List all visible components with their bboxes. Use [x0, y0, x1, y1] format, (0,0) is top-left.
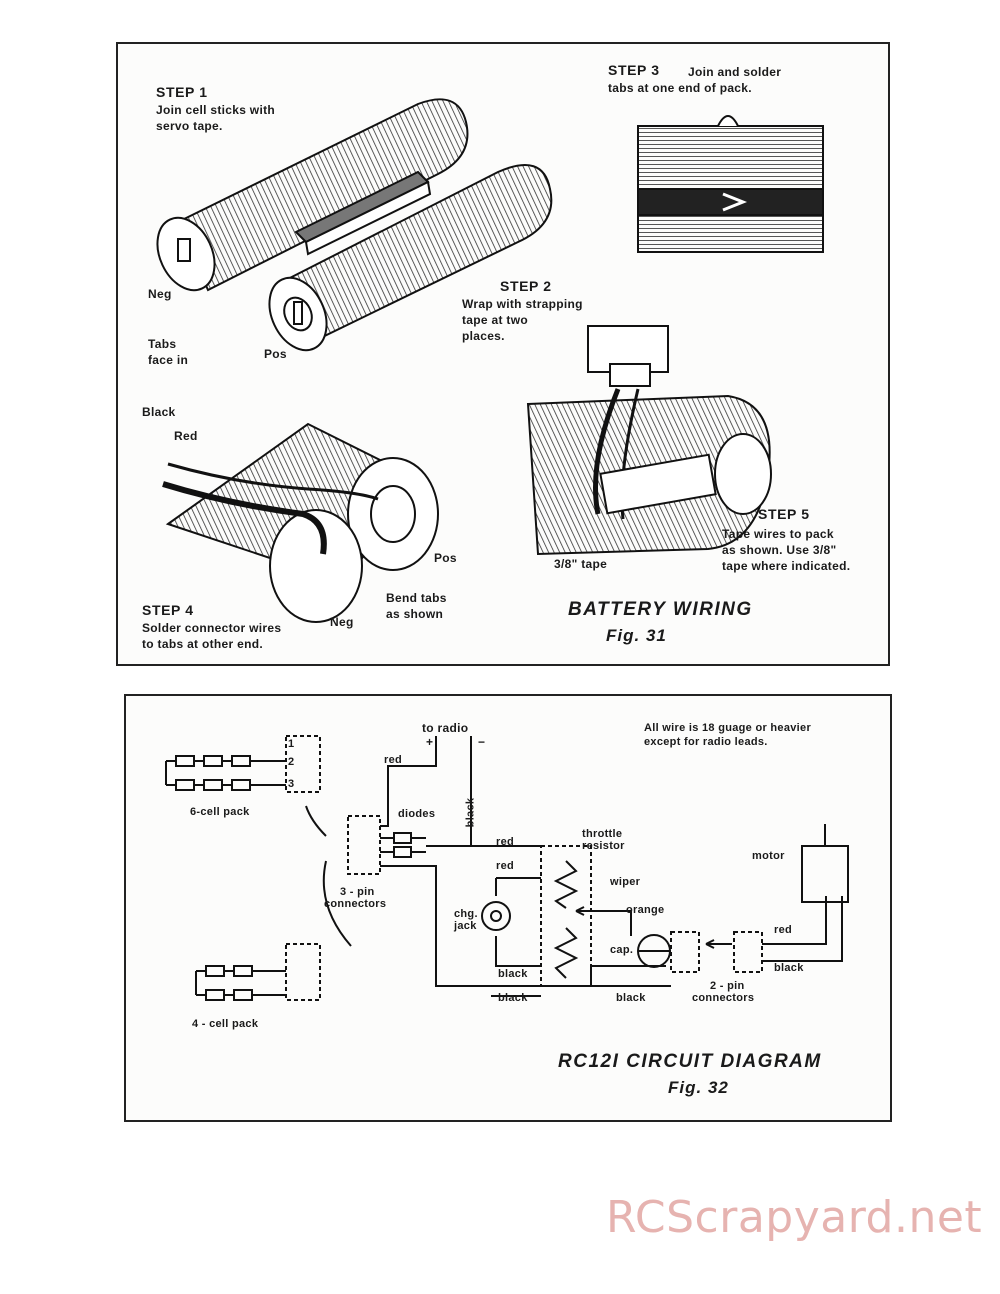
six-cell-pin-3: 3	[288, 778, 295, 790]
red-wire-to-radio	[380, 736, 437, 827]
circuit-diagram-title: RC12I CIRCUIT DIAGRAM	[558, 1051, 822, 1072]
diode-2	[380, 846, 426, 858]
black-label-c: black	[616, 992, 646, 1004]
site-watermark: RCScrapyard.net	[606, 1192, 983, 1243]
throttle-label-line2: resistor	[582, 840, 625, 852]
two-pin-label-line2: connectors	[692, 992, 755, 1004]
diode-1	[380, 832, 426, 844]
two-pin-label-line1: 2 - pin	[710, 980, 745, 992]
to-radio-label: to radio	[422, 721, 469, 735]
arrow-four-to-three-pin	[322, 860, 352, 947]
black-label-b: black	[498, 992, 528, 1004]
step4-text-line2: to tabs at other end.	[142, 637, 263, 651]
tabs-label-line2: face in	[148, 353, 189, 367]
wire-note-line2: except for radio leads.	[644, 736, 768, 748]
fig31-label: Fig. 31	[606, 626, 667, 645]
step3-text-line2: tabs at one end of pack.	[608, 81, 752, 95]
step5-text-line2: as shown. Use 3/8"	[722, 543, 837, 557]
black-wire-label: Black	[142, 405, 176, 419]
six-cell-pin-2: 2	[288, 756, 295, 768]
neg-label: Neg	[148, 287, 172, 301]
battery-wiring-illustration	[156, 98, 824, 623]
step2-text-line1: Wrap with strapping	[462, 297, 583, 311]
red-label-b: red	[496, 860, 515, 872]
step5-text-line1: Tape wires to pack	[722, 527, 834, 541]
minus-label: −	[478, 735, 486, 749]
step4-text-line1: Solder connector wires	[142, 621, 282, 635]
charge-jack-wire	[495, 877, 541, 967]
pos-label: Pos	[264, 347, 287, 361]
battery-wiring-title: BATTERY WIRING	[568, 599, 753, 620]
orange-label: orange	[626, 904, 665, 916]
charge-jack-label-line1: chg.	[454, 908, 478, 920]
red-lower-wire	[380, 865, 541, 987]
four-cell-pack-label: 4 - cell pack	[192, 1018, 259, 1030]
wiper-arrow	[575, 906, 631, 916]
wire-note-line1: All wire is 18 guage or heavier	[644, 722, 812, 734]
resistor-zigzag-top	[553, 860, 579, 909]
red-label-a: red	[496, 836, 515, 848]
six-cell-pack-symbol	[165, 735, 321, 793]
three-pin-label-line2: connectors	[324, 898, 387, 910]
arrow-six-to-three-pin	[305, 805, 327, 837]
wiper-label: wiper	[610, 876, 641, 888]
step4-cells	[162, 422, 439, 623]
black-return-wire	[491, 985, 671, 997]
step1-text-line1: Join cell sticks with	[156, 103, 276, 117]
step3-text-line1: Join and solder	[688, 65, 782, 79]
neg-label-step4: Neg	[330, 615, 354, 629]
step1-cell-front	[268, 164, 553, 352]
motor-red-label: red	[774, 924, 793, 936]
red-wire-label: Red	[174, 429, 198, 443]
tape-label: 3/8" tape	[554, 557, 608, 571]
pos-label-step4: Pos	[434, 551, 457, 565]
black-vertical-label: black	[464, 797, 477, 828]
diodes-label: diodes	[398, 808, 436, 820]
circuit-diagram-panel: to radio + − All wire is 18 guage or hea…	[124, 694, 892, 1122]
step1-cell-back	[156, 98, 469, 292]
motor-symbol	[801, 845, 849, 903]
step2-text-line2: tape at two	[462, 313, 528, 327]
motor-label: motor	[752, 850, 785, 862]
step1-spacer-tape	[294, 170, 432, 256]
charge-jack-label-line2: jack	[454, 920, 477, 932]
step5-text-line3: tape where indicated.	[722, 559, 851, 573]
three-pin-label-line1: 3 - pin	[340, 886, 375, 898]
motor-black-label: black	[774, 962, 804, 974]
fig32-label: Fig. 32	[668, 1078, 729, 1097]
circuit-diagram-schematic	[165, 735, 849, 1001]
three-pin-connector-symbol	[347, 815, 381, 875]
cap-label: cap.	[610, 944, 634, 956]
step2-text-line3: places.	[462, 329, 505, 343]
plus-label: +	[426, 735, 434, 749]
step2-title: STEP 2	[500, 278, 552, 294]
charge-jack-symbol	[481, 901, 511, 931]
step3-pack-end	[637, 115, 824, 253]
step1-title: STEP 1	[156, 84, 208, 100]
bend-tabs-line2: as shown	[386, 607, 444, 621]
red-top-label: red	[384, 754, 403, 766]
step4-title: STEP 4	[142, 602, 194, 618]
resistor-zigzag-bottom	[553, 927, 579, 979]
tabs-label-line1: Tabs	[148, 337, 177, 351]
six-cell-pin-1: 1	[288, 738, 295, 750]
black-label-a: black	[498, 968, 528, 980]
four-cell-pack-symbol	[195, 943, 321, 1001]
step3-title: STEP 3	[608, 62, 660, 78]
two-pin-connector-left	[670, 931, 700, 973]
battery-wiring-panel: STEP 1 Join cell sticks with servo tape.…	[116, 42, 890, 666]
bend-tabs-line1: Bend tabs	[386, 591, 447, 605]
step5-pack	[526, 325, 772, 556]
two-pin-connector-right	[733, 931, 763, 973]
throttle-resistor-box	[540, 845, 592, 987]
six-cell-pack-label: 6-cell pack	[190, 806, 250, 818]
step5-title: STEP 5	[758, 506, 810, 522]
throttle-label-line1: throttle	[582, 828, 623, 840]
step1-text-line2: servo tape.	[156, 119, 223, 133]
